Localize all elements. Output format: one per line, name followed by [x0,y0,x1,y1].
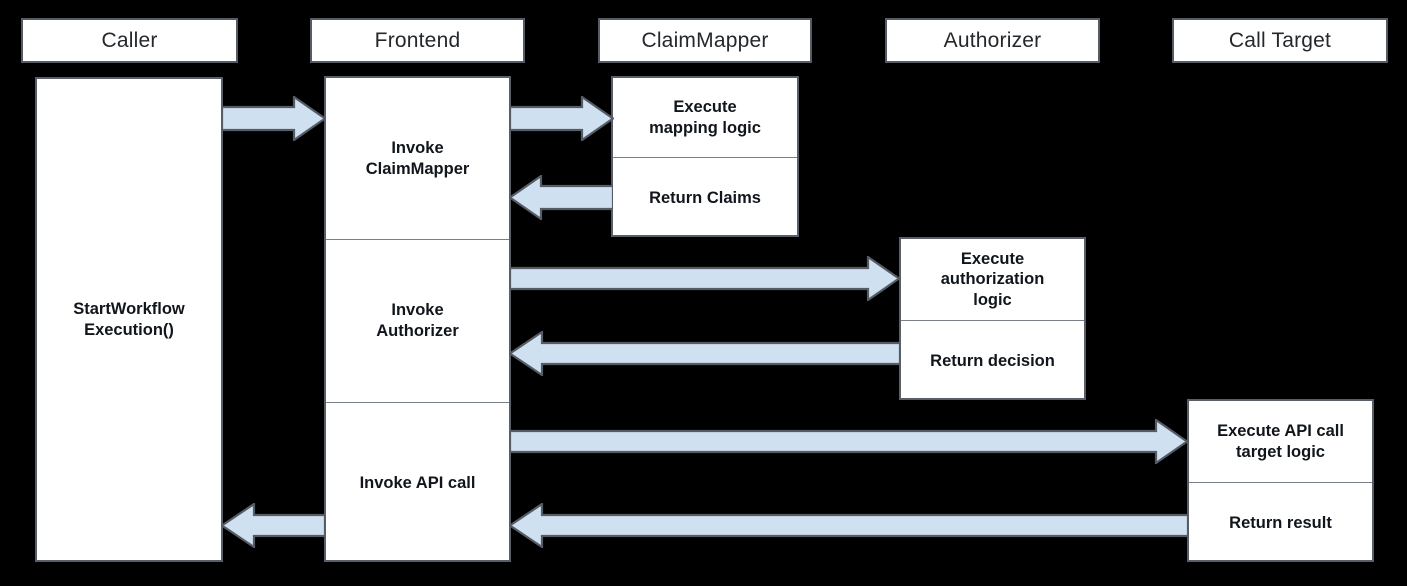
activation-authorizer: Execute authorization logic Return decis… [899,237,1086,400]
msg-calltarget-to-frontend-arrow [509,503,1188,548]
msg-frontend-to-caller-arrow [221,503,325,548]
activation-caller: StartWorkflow Execution() [35,77,223,562]
activation-segment-start-workflow-execution: StartWorkflow Execution() [73,299,185,339]
lifeline-header-frontend-label: Frontend [374,28,461,52]
activation-segment-execute-mapping-logic: Execute mapping logic [649,97,761,137]
activation-segment-invoke-api-call: Invoke API call [326,402,509,564]
lifeline-header-calltarget: Call Target [1172,18,1388,63]
activation-segment-execute-authorization-logic: Execute authorization logic [940,249,1045,309]
lifeline-header-authorizer: Authorizer [885,18,1100,63]
activation-segment-return-decision: Return decision [901,320,1084,402]
activation-segment-invoke-authorizer: Invoke Authorizer [326,239,509,402]
activation-segment-return-result: Return result [1189,482,1372,564]
lifeline-header-caller: Caller [21,18,238,63]
activation-segment-return-claims: Return Claims [613,157,797,239]
lifeline-header-claimmapper: ClaimMapper [598,18,812,63]
lifeline-header-calltarget-label: Call Target [1228,28,1332,52]
msg-frontend-to-authorizer-arrow [510,256,900,301]
msg-frontend-to-claimmapper-arrow [510,96,614,141]
lifeline-header-authorizer-label: Authorizer [943,28,1042,52]
activation-segment-execute-api-call-target-logic: Execute API call target logic [1217,421,1344,461]
msg-authorizer-to-frontend-arrow [509,331,900,376]
msg-claimmapper-to-frontend-arrow [509,175,613,220]
activation-claimmapper: Execute mapping logic Return Claims [611,76,799,237]
activation-segment-invoke-claimmapper: Invoke ClaimMapper [365,138,470,178]
lifeline-header-frontend: Frontend [310,18,525,63]
msg-frontend-to-calltarget-arrow [510,419,1188,464]
lifeline-header-caller-label: Caller [101,28,158,52]
lifeline-header-claimmapper-label: ClaimMapper [641,28,769,52]
msg-caller-to-frontend-arrow [222,96,326,141]
activation-frontend: Invoke ClaimMapper Invoke Authorizer Inv… [324,76,511,562]
activation-calltarget: Execute API call target logic Return res… [1187,399,1374,562]
